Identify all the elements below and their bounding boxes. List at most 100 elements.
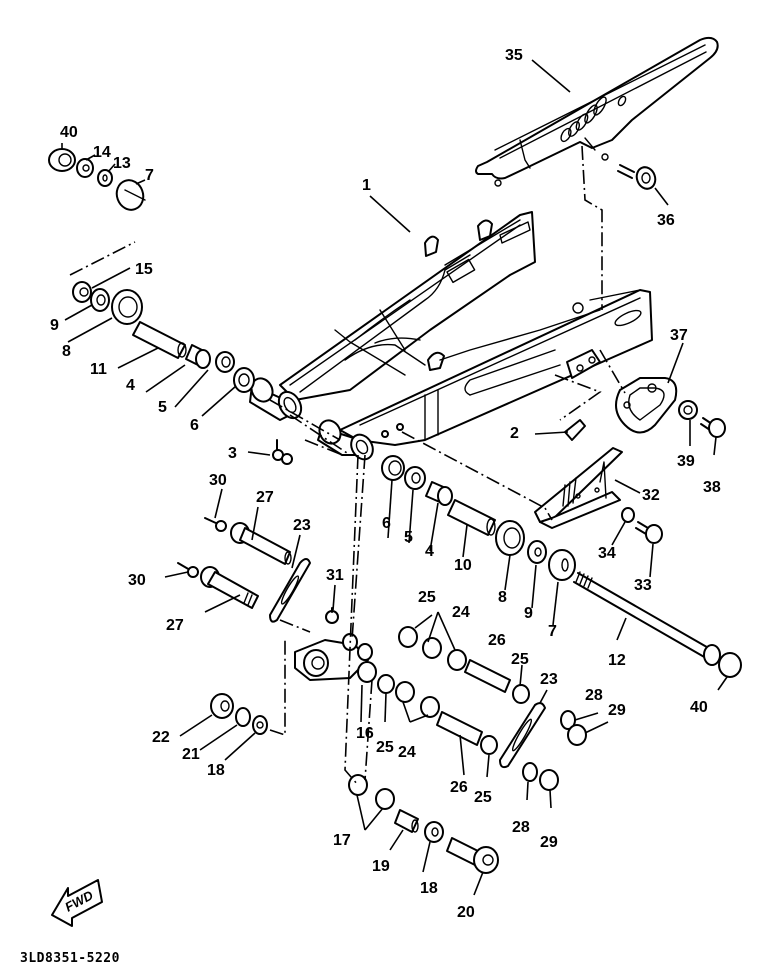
washer-9-right-part — [527, 540, 547, 564]
link-plate-23-right-part — [499, 702, 546, 769]
label-35: 35 — [505, 47, 523, 64]
label-40: 40 — [60, 124, 78, 141]
label-30a: 30 — [209, 472, 227, 489]
label-22: 22 — [152, 729, 170, 746]
label-4b: 4 — [425, 543, 434, 560]
collar-18-left-part — [252, 715, 268, 735]
label-40b: 40 — [690, 699, 708, 716]
label-31: 31 — [326, 567, 344, 584]
bolt-30-lower-part — [177, 562, 199, 578]
nut-29-upper-part — [567, 724, 587, 746]
label-27a: 27 — [256, 489, 274, 506]
label-38: 38 — [703, 479, 721, 496]
spacer-10-part — [447, 499, 496, 536]
label-36: 36 — [657, 212, 675, 229]
label-21: 21 — [182, 746, 200, 763]
bolt-27-lower-part — [200, 566, 259, 609]
label-25d: 25 — [474, 789, 492, 806]
washer-14-part — [76, 158, 94, 178]
label-29b: 29 — [540, 834, 558, 851]
washer-28-lower-part — [522, 762, 538, 782]
label-17: 17 — [333, 832, 351, 849]
label-26a: 26 — [488, 632, 506, 649]
nut-29-lower-part — [539, 769, 559, 791]
collar-39-part — [678, 400, 698, 420]
shaft-11-part — [132, 321, 187, 359]
label-3: 3 — [228, 445, 237, 462]
drawing-code: 3LD8351-5220 — [20, 951, 120, 966]
link-parts-middle — [398, 626, 530, 704]
nut-22-part — [210, 693, 234, 719]
label-30b: 30 — [128, 572, 146, 589]
collar-5-right-part — [404, 466, 426, 490]
grease-nipple-31-part — [325, 607, 339, 624]
label-7b: 7 — [548, 623, 557, 640]
label-25c: 25 — [376, 739, 394, 756]
nut-40-part — [48, 148, 76, 172]
label-2: 2 — [510, 425, 519, 442]
bolt-38-part — [700, 417, 726, 438]
leader-lines — [61, 59, 728, 896]
collar-18-right-part — [424, 821, 444, 843]
label-15: 15 — [135, 261, 153, 278]
label-5b: 5 — [404, 529, 413, 546]
part-labels: 40 14 13 7 15 9 8 11 4 5 6 3 1 35 36 37 … — [50, 47, 721, 921]
clip-2-part — [564, 419, 586, 441]
label-37: 37 — [670, 327, 688, 344]
label-19: 19 — [372, 858, 390, 875]
label-39: 39 — [677, 453, 695, 470]
seal-8-part — [111, 289, 143, 325]
label-5: 5 — [158, 399, 167, 416]
label-27b: 27 — [166, 617, 184, 634]
bolt-27-upper-part — [230, 522, 292, 565]
bolt-36-part — [617, 164, 657, 190]
chain-support-32-part — [534, 447, 623, 529]
label-25a: 25 — [418, 589, 436, 606]
relay-arm-16-part — [294, 633, 377, 683]
label-33: 33 — [634, 577, 652, 594]
label-29a: 29 — [608, 702, 626, 719]
washer-21-part — [235, 707, 251, 727]
nut-40-right-part — [718, 652, 742, 678]
grease-nipple-3-part — [272, 439, 293, 465]
label-6b: 6 — [382, 515, 391, 532]
bushing-4-right-part — [425, 481, 453, 506]
label-25b: 25 — [511, 651, 529, 668]
label-23b: 23 — [540, 671, 558, 688]
label-18a: 18 — [207, 762, 225, 779]
label-24b: 24 — [398, 744, 416, 761]
label-14: 14 — [93, 144, 111, 161]
label-8b: 8 — [498, 589, 507, 606]
washer-13-part — [97, 169, 113, 187]
label-26b: 26 — [450, 779, 468, 796]
seal-8-right-part — [495, 520, 525, 556]
label-34: 34 — [598, 545, 616, 562]
label-28a: 28 — [585, 687, 603, 704]
swing-arm-part — [249, 211, 653, 461]
label-18b: 18 — [420, 880, 438, 897]
link-parts-lower — [377, 674, 498, 755]
guard-37-part — [615, 377, 678, 434]
assembly-lines — [69, 145, 626, 786]
seal-6-right-part — [381, 455, 405, 481]
chain-case-part — [475, 36, 719, 187]
cap-7-part — [115, 179, 146, 211]
bolt-30-upper-part — [204, 517, 227, 532]
bolt-20-part — [446, 837, 499, 874]
washer-15-part — [72, 281, 92, 303]
label-23a: 23 — [293, 517, 311, 534]
label-8: 8 — [62, 343, 71, 360]
label-12: 12 — [608, 652, 626, 669]
seal-6-left-part — [233, 367, 255, 393]
label-7: 7 — [145, 167, 154, 184]
label-1: 1 — [362, 177, 371, 194]
collar-5-left-part — [215, 351, 235, 373]
label-28b: 28 — [512, 819, 530, 836]
label-11: 11 — [90, 361, 107, 378]
label-9b: 9 — [524, 605, 533, 622]
label-16: 16 — [356, 725, 374, 742]
label-13: 13 — [113, 155, 131, 172]
label-6: 6 — [190, 417, 199, 434]
label-20: 20 — [457, 904, 475, 921]
